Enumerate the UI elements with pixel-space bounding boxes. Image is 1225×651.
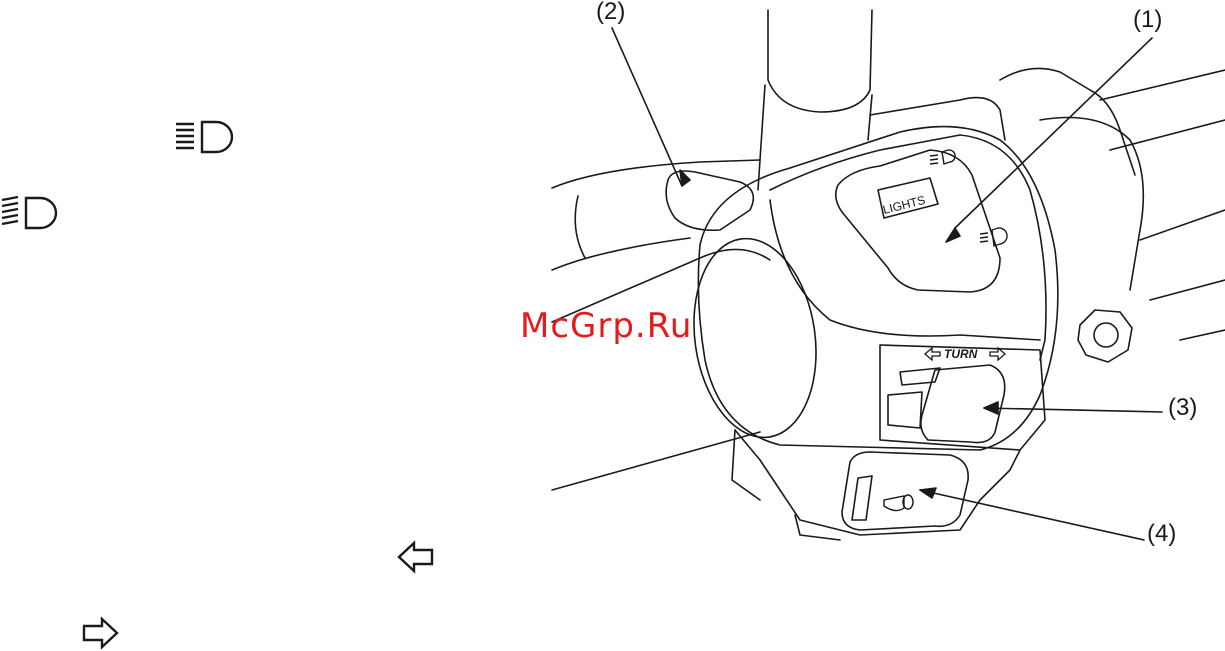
callout-3: (3) bbox=[1168, 396, 1197, 420]
headlight-low-beam-icon bbox=[174, 118, 240, 158]
mirror-stem bbox=[768, 10, 872, 112]
lights-switch bbox=[836, 150, 1000, 292]
leader-line-3 bbox=[984, 408, 1162, 412]
left-arrow-icon bbox=[396, 540, 436, 574]
callout-4: (4) bbox=[1147, 522, 1176, 546]
right-arrow-icon bbox=[80, 616, 120, 650]
bolt bbox=[1078, 310, 1132, 362]
turn-label: TURN bbox=[944, 347, 978, 361]
leader-line-2 bbox=[612, 28, 682, 186]
leader-line-4 bbox=[920, 490, 1144, 540]
callout-2: (2) bbox=[596, 0, 625, 24]
switch-low-beam-icon bbox=[980, 228, 1007, 246]
watermark: McGrp.Ru bbox=[520, 306, 692, 346]
switch-housing bbox=[698, 127, 1058, 450]
switch-high-beam-icon bbox=[930, 150, 955, 164]
callout-1: (1) bbox=[1133, 8, 1162, 32]
horn-button bbox=[842, 452, 968, 530]
horn-icon bbox=[884, 495, 913, 511]
headlight-high-beam-icon bbox=[0, 194, 62, 234]
